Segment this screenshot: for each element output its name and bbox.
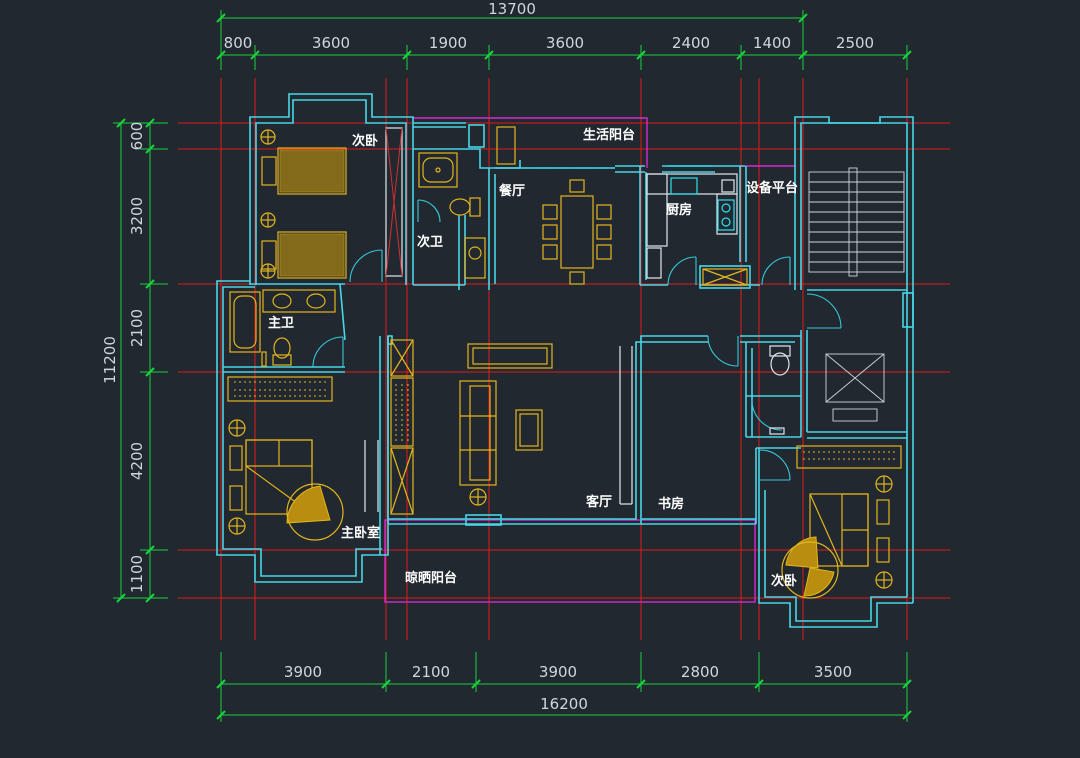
room-label-master-bathroom: 主卫	[268, 315, 294, 331]
elevator-icon	[825, 353, 885, 422]
coffee-table-icon	[515, 409, 543, 451]
bottom-chair-icon	[781, 536, 839, 599]
tv-cabinet-icon	[467, 343, 553, 369]
bathtub-icon	[418, 152, 458, 188]
doors	[312, 199, 842, 481]
windows	[413, 122, 712, 167]
sofa-icon	[459, 380, 497, 506]
left-dimension-3200: 3200	[128, 197, 146, 235]
left-dimension-4200: 4200	[128, 442, 146, 480]
master-chair-icon	[286, 483, 344, 541]
wardrobe-icon	[385, 127, 403, 277]
cabinet-icon	[496, 126, 516, 165]
master-toilet-icon	[272, 337, 292, 366]
room-label-master-bedroom: 主卧室	[341, 525, 380, 541]
top-dimension-1900: 1900	[429, 34, 467, 52]
left-dimension-2100: 2100	[128, 309, 146, 347]
towel-rail-icon	[261, 351, 267, 367]
top-dimension-lines	[216, 10, 912, 70]
room-label-living-balcony: 生活阳台	[583, 127, 635, 143]
left-dimension-600: 600	[128, 122, 146, 151]
top-dimension-800: 800	[224, 34, 253, 52]
bottom-dimension-2800: 2800	[681, 663, 719, 681]
master-bathtub-icon	[229, 291, 261, 353]
master-wardrobe-icon	[227, 376, 333, 402]
bed-icon	[260, 129, 347, 279]
walls	[216, 93, 914, 628]
sink-icon	[464, 237, 486, 279]
shoe-cabinet-icon	[390, 339, 414, 515]
bottom-dimension-3500: 3500	[814, 663, 852, 681]
bottom-bed-icon	[809, 475, 893, 589]
toilet-icon	[449, 197, 481, 217]
room-label-drying-balcony: 晾晒阳台	[405, 570, 457, 586]
room-label-second-bedroom-bottom: 次卧	[771, 573, 797, 589]
room-label-living-room: 客厅	[586, 494, 612, 510]
left-total-dimension: 11200	[101, 336, 119, 384]
top-total-dimension: 13700	[488, 0, 536, 18]
kitchen-counter-icon	[646, 173, 738, 279]
balcony-outlines	[384, 117, 795, 603]
room-label-equipment-platform: 设备平台	[746, 180, 798, 196]
master-bed-icon	[228, 419, 313, 535]
bottom-dimension-lines	[216, 652, 912, 722]
bottom-dimension-3900-b: 3900	[539, 663, 577, 681]
master-sink-icon	[262, 289, 336, 313]
top-dimension-1400: 1400	[753, 34, 791, 52]
bottom-total-dimension: 16200	[540, 695, 588, 713]
top-dimension-3600-a: 3600	[312, 34, 350, 52]
bottom-dimension-3900-a: 3900	[284, 663, 322, 681]
top-dimension-3600-b: 3600	[546, 34, 584, 52]
room-label-second-bedroom-top: 次卧	[352, 133, 378, 149]
study-toilet-icon	[769, 345, 791, 435]
bottom-dimension-2100: 2100	[412, 663, 450, 681]
left-dimension-lines	[113, 118, 168, 603]
top-dimension-2400: 2400	[672, 34, 710, 52]
room-label-second-bathroom: 次卫	[417, 234, 443, 250]
top-dimension-2500: 2500	[836, 34, 874, 52]
dining-table-icon	[542, 179, 612, 285]
room-label-kitchen: 厨房	[666, 202, 692, 218]
equipment-cabinet-icon	[702, 268, 748, 286]
staircase-icon	[808, 167, 905, 277]
room-label-dining-room: 餐厅	[498, 183, 525, 199]
bedroom-wardrobe-icon	[796, 445, 902, 469]
room-label-study: 书房	[658, 496, 684, 512]
left-dimension-1100: 1100	[128, 555, 146, 593]
